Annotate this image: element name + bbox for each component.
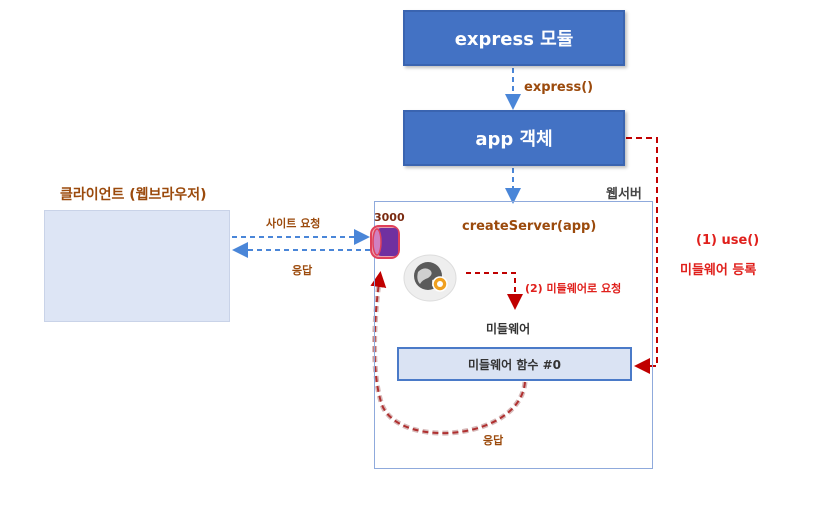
globe-server-icon [403,254,457,302]
app-object-box: app 객체 [403,110,625,166]
port-cylinder-icon[interactable] [365,222,405,262]
response-label-bottom: 응답 [483,434,504,447]
middleware-function-label: 미들웨어 함수 #0 [467,357,561,372]
client-box [44,210,230,322]
web-server-label: 웹서버 [606,187,642,202]
site-request-label: 사이트 요청 [266,217,321,230]
express-module-label: express 모듈 [454,29,574,50]
use-label: (1) use() [696,233,760,248]
middleware-request-label: (2) 미들웨어로 요청 [525,282,622,295]
middleware-request-arrow [466,272,523,310]
response-label-left: 응답 [292,264,313,277]
register-label: 미들웨어 등록 [680,263,757,278]
port-label: 3000 [374,211,405,224]
express-module-box: express 모듈 [403,10,625,66]
express-call-label: express() [524,80,594,95]
create-server-label: createServer(app) [462,219,597,234]
app-object-label: app 객체 [475,129,553,150]
web-server-container [374,201,653,469]
use-register-arrow [626,137,658,374]
middleware-label: 미들웨어 [486,322,531,336]
client-label: 클라이언트 (웹브라우저) [60,187,207,203]
middleware-function-box: 미들웨어 함수 #0 [397,347,632,381]
